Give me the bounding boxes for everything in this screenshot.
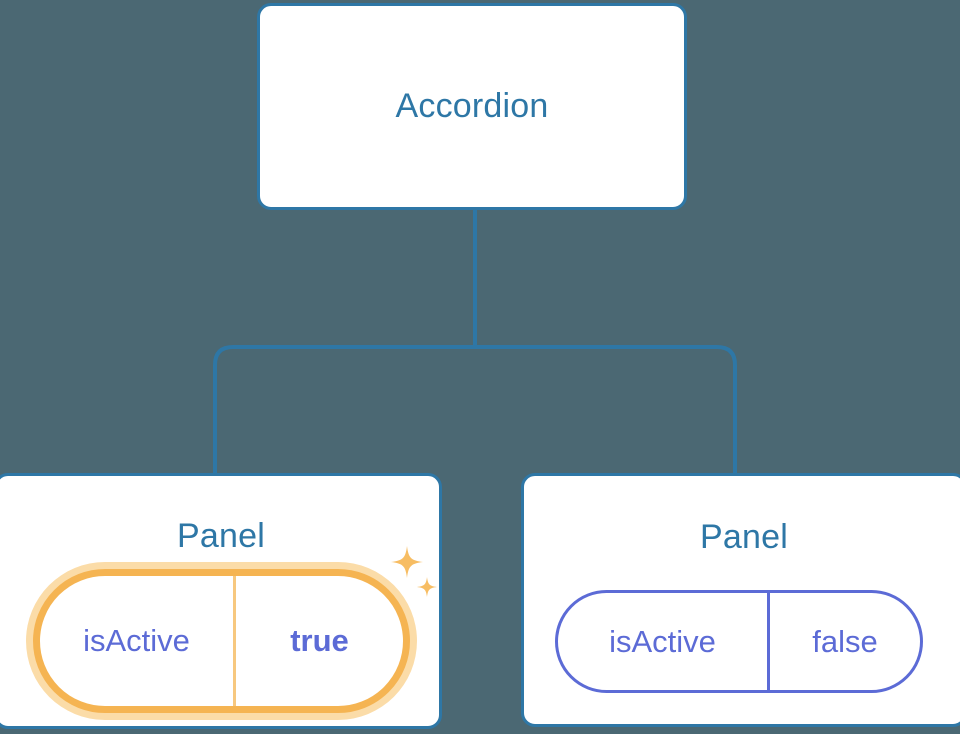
- panel-inactive-body: Panel: [524, 476, 960, 724]
- panel-active-body: Panel: [0, 476, 439, 726]
- node-accordion[interactable]: Accordion: [257, 3, 687, 210]
- prop-pill-isactive-false[interactable]: isActive false: [555, 590, 923, 693]
- connector-to-panel-right: [475, 345, 737, 475]
- prop-pill-isactive-true[interactable]: isActive true: [33, 569, 410, 713]
- prop-key-label: isActive: [40, 576, 236, 706]
- node-panel-inactive-title: Panel: [700, 518, 788, 556]
- prop-value-label: true: [290, 623, 349, 658]
- prop-value-label: false: [812, 623, 878, 659]
- prop-key-label: isActive: [558, 593, 770, 690]
- node-panel-active-title: Panel: [177, 517, 265, 555]
- connector-to-panel-left: [213, 345, 475, 475]
- node-accordion-title: Accordion: [395, 87, 549, 125]
